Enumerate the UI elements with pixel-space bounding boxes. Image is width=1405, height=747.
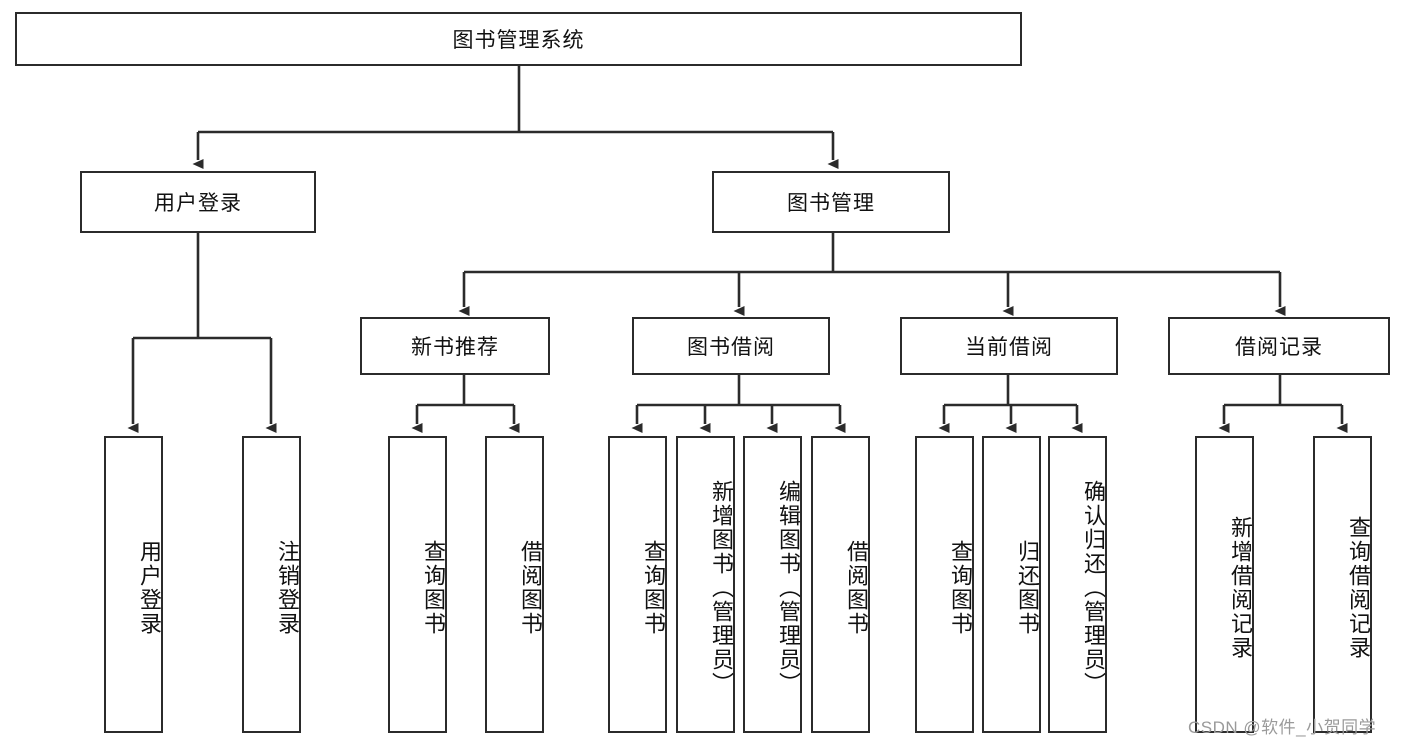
node-book-management[interactable]: 图书管理: [712, 171, 950, 233]
node-leaf-return-book[interactable]: 归还图书: [982, 436, 1041, 733]
node-label: 新增借阅记录: [1228, 515, 1253, 660]
node-label: 新增图书（管理员）: [709, 479, 734, 696]
node-leaf-query-book-1[interactable]: 查询图书: [388, 436, 447, 733]
node-label: 查询借阅记录: [1346, 515, 1371, 660]
node-label: 用户登录: [137, 539, 162, 636]
node-label: 新书推荐: [411, 336, 499, 359]
node-label: 确认归还（管理员）: [1081, 479, 1106, 696]
node-current-borrow[interactable]: 当前借阅: [900, 317, 1118, 375]
node-root-book-management-system[interactable]: 图书管理系统: [15, 12, 1022, 66]
node-leaf-query-record[interactable]: 查询借阅记录: [1313, 436, 1372, 733]
node-leaf-add-book[interactable]: 新增图书（管理员）: [676, 436, 735, 733]
node-label: 查询图书: [641, 539, 666, 636]
node-label: 注销登录: [275, 539, 300, 636]
node-label: 图书借阅: [687, 336, 775, 359]
node-label: 图书管理: [787, 192, 875, 215]
node-leaf-query-book-3[interactable]: 查询图书: [915, 436, 974, 733]
node-new-book-recommend[interactable]: 新书推荐: [360, 317, 550, 375]
node-leaf-borrow-book-2[interactable]: 借阅图书: [811, 436, 870, 733]
node-label: 借阅图书: [844, 539, 869, 636]
node-leaf-edit-book[interactable]: 编辑图书（管理员）: [743, 436, 802, 733]
node-label: 图书管理系统: [452, 29, 585, 52]
node-user-login[interactable]: 用户登录: [80, 171, 316, 233]
node-leaf-borrow-book-1[interactable]: 借阅图书: [485, 436, 544, 733]
node-label: 借阅图书: [518, 539, 543, 636]
node-label: 查询图书: [948, 539, 973, 636]
node-label: 用户登录: [154, 192, 242, 215]
node-leaf-confirm-return[interactable]: 确认归还（管理员）: [1048, 436, 1107, 733]
node-leaf-logout-login[interactable]: 注销登录: [242, 436, 301, 733]
node-book-borrow[interactable]: 图书借阅: [632, 317, 830, 375]
node-borrow-record[interactable]: 借阅记录: [1168, 317, 1390, 375]
node-label: 归还图书: [1015, 539, 1040, 636]
node-label: 借阅记录: [1235, 336, 1323, 359]
watermark: CSDN @软件_小贺同学: [1188, 718, 1377, 737]
node-label: 当前借阅: [965, 336, 1053, 359]
node-leaf-query-book-2[interactable]: 查询图书: [608, 436, 667, 733]
node-leaf-add-record[interactable]: 新增借阅记录: [1195, 436, 1254, 733]
node-label: 编辑图书（管理员）: [776, 479, 801, 696]
node-leaf-user-login[interactable]: 用户登录: [104, 436, 163, 733]
node-label: 查询图书: [421, 539, 446, 636]
